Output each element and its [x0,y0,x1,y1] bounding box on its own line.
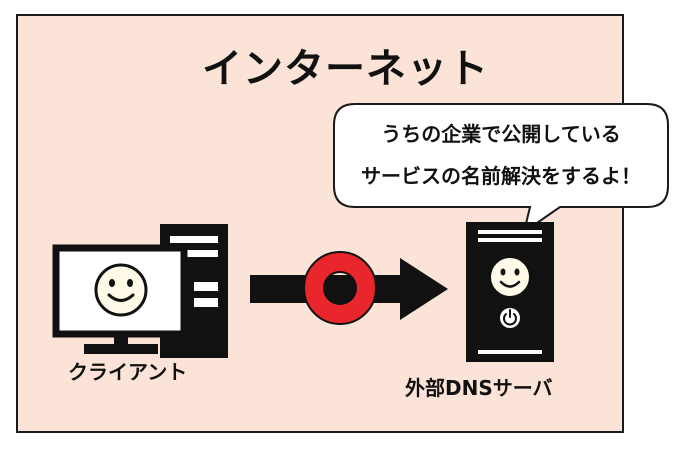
page-title: インターネット [202,46,489,92]
ok-circle-icon [303,251,377,325]
server-label: 外部DNSサーバ [405,376,553,400]
client-computer-icon [52,224,228,358]
smiley-face-icon [94,263,148,317]
speech-bubble [333,103,669,235]
speech-bubble-line-2: サービスの名前解決をするよ！ [361,164,641,188]
client-label: クライアント [68,360,188,384]
smiley-face-icon [489,256,531,298]
power-button-icon [500,308,520,328]
speech-bubble-line-1: うちの企業で公開している [381,122,621,146]
